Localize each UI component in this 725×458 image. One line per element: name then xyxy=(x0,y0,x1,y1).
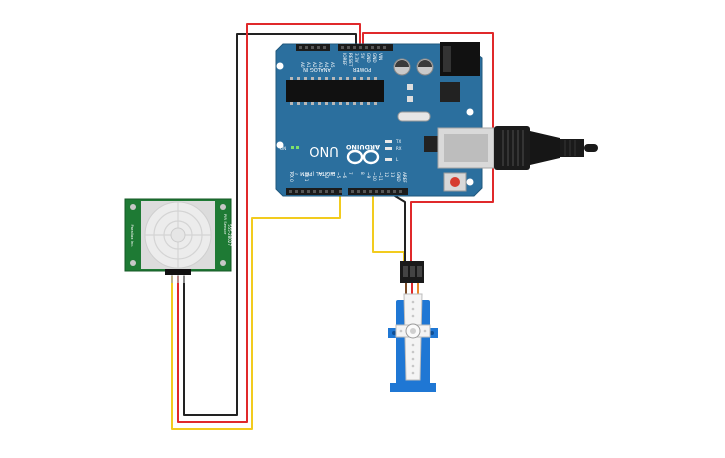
power-pin-label: 3.3V xyxy=(354,53,359,63)
pir-brand-label: Parallax Inc. xyxy=(130,224,135,247)
smd-component xyxy=(407,84,413,90)
digital-pin-label: 4 xyxy=(330,172,335,175)
pir-sensor[interactable]: 555-28027 PIR Sensor Parallax Inc. xyxy=(124,198,232,275)
mount-hole-icon xyxy=(276,141,284,149)
power-pin-label: VIN xyxy=(378,53,383,60)
top-header xyxy=(296,44,393,51)
digital-pin-label: ~11 xyxy=(378,172,383,181)
mount-hole-icon xyxy=(466,108,474,116)
mount-hole-icon xyxy=(130,260,136,266)
usb-connector xyxy=(437,127,495,169)
crystal-oscillator xyxy=(397,111,431,122)
microcontroller-chip xyxy=(286,77,384,105)
pir-model-label: 555-28027 xyxy=(227,224,232,246)
power-pin-label: RESET xyxy=(348,53,353,67)
digital-pin-label: ~6 xyxy=(342,172,347,179)
power-pin-label: 5V xyxy=(360,53,365,59)
servo-horn[interactable] xyxy=(395,293,431,381)
digital-pin-label: 8 xyxy=(360,172,365,175)
digital-header xyxy=(286,188,408,195)
voltage-regulator xyxy=(440,82,460,102)
smd-component xyxy=(407,96,413,102)
digital-pin-label: 13 xyxy=(390,172,395,178)
on-label: ON xyxy=(280,146,286,151)
digital-pin-label: AREF xyxy=(402,172,407,183)
mount-hole-icon xyxy=(220,204,226,210)
mount-hole-icon xyxy=(220,260,226,266)
usb-cable-plug[interactable] xyxy=(494,126,598,170)
pir-title-label: PIR Sensor xyxy=(223,214,228,235)
digital-pin-label: ~3 xyxy=(324,172,329,179)
rx-label: RX xyxy=(396,146,402,151)
tx-label: TX xyxy=(395,139,401,144)
pir-leads xyxy=(171,275,185,283)
arduino-brand-label: ARDUINO xyxy=(345,143,380,151)
digital-pin-label: TX 1 xyxy=(304,171,309,182)
wire-red-top-loop xyxy=(177,23,361,423)
arduino-logo: ARDUINO UNO xyxy=(309,143,380,165)
digital-pin-labels: AREF GND 13 12 ~11 ~10 ~9 8 7 ~6 ~5 4 ~3… xyxy=(289,171,407,183)
uno-model-label: UNO xyxy=(309,143,338,158)
wire-red-servo-power xyxy=(362,32,494,264)
power-pin-label: IOREF xyxy=(342,53,347,66)
l-label: L xyxy=(396,157,399,162)
arduino-board[interactable]: A0 A1 A2 A3 A4 A5 IOREF RESET 3.3V 5V GN… xyxy=(275,42,483,197)
reset-button[interactable] xyxy=(443,172,467,192)
power-jack xyxy=(440,42,480,76)
mount-hole-icon xyxy=(276,62,284,70)
analog-pin-label: A4 xyxy=(324,62,329,68)
analog-pin-label: A5 xyxy=(330,62,335,68)
analog-pin-label: A2 xyxy=(312,62,317,68)
digital-pin-label: RX 0 xyxy=(289,172,294,182)
servo-motor[interactable] xyxy=(388,261,438,392)
power-pin-label: GND xyxy=(372,53,377,63)
status-leds xyxy=(291,140,392,161)
digital-pin-label: GND xyxy=(396,172,401,182)
wire-yellow-pir-signal xyxy=(171,188,341,430)
power-pin-label: GND xyxy=(366,53,371,63)
top-pin-labels: A0 A1 A2 A3 A4 A5 IOREF RESET 3.3V 5V GN… xyxy=(300,53,383,68)
digital-pin-label: ~10 xyxy=(372,172,377,181)
capacitors xyxy=(393,58,434,76)
power-section-label: POWER xyxy=(352,66,371,72)
digital-pin-label: 12 xyxy=(384,172,389,178)
digital-pin-label: 7 xyxy=(348,172,353,175)
analog-in-label: ANALOG IN xyxy=(303,66,331,72)
infinity-logo-icon xyxy=(362,149,380,165)
analog-pin-label: A1 xyxy=(306,62,311,68)
analog-pin-label: A0 xyxy=(300,62,305,68)
analog-pin-label: A3 xyxy=(318,62,323,68)
wire-black-pir-gnd xyxy=(183,33,357,416)
digital-section-label: DIGITAL (PWM ~) xyxy=(292,170,335,176)
digital-pin-label: ~5 xyxy=(336,172,341,179)
mount-hole-icon xyxy=(466,178,474,186)
digital-pin-label: 2 xyxy=(318,172,323,175)
mount-hole-icon xyxy=(130,204,136,210)
digital-pin-label: ~9 xyxy=(366,172,371,179)
usb-chip xyxy=(424,136,440,152)
